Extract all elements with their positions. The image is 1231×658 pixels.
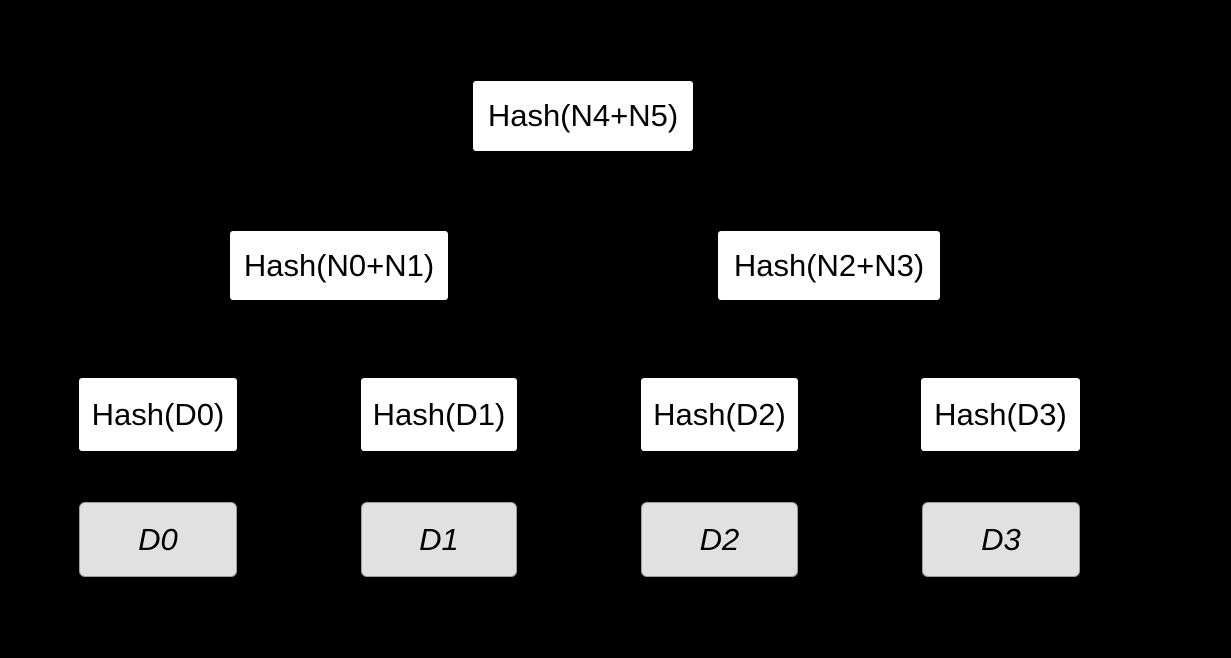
hash-node-n0-n1: Hash(N0+N1) [230, 231, 448, 300]
hash-node-d1: Hash(D1) [361, 378, 517, 451]
data-block-d2: D2 [641, 502, 798, 577]
hash-node-d3: Hash(D3) [921, 378, 1080, 451]
root-hash-node: Hash(N4+N5) [473, 81, 693, 151]
hash-node-d0: Hash(D0) [79, 378, 237, 451]
hash-node-n2-n3: Hash(N2+N3) [718, 231, 940, 300]
data-block-d3: D3 [922, 502, 1080, 577]
data-block-d1: D1 [361, 502, 517, 577]
hash-node-d2: Hash(D2) [641, 378, 798, 451]
data-block-d0: D0 [79, 502, 237, 577]
